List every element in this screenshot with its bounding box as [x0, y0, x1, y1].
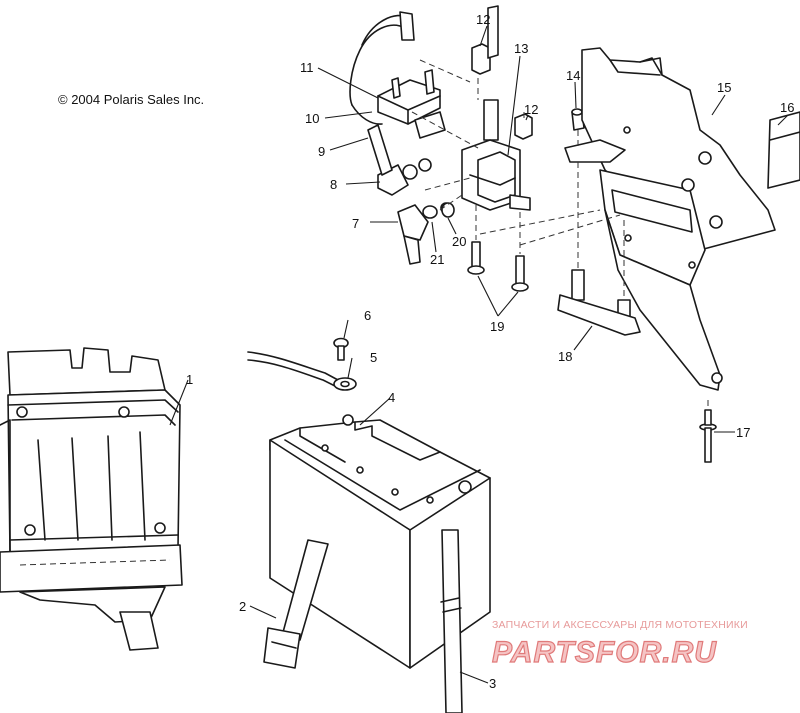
callout-19: 19 [490, 319, 504, 334]
part-rivet [699, 409, 717, 463]
part-bracket-plate [564, 47, 776, 391]
callout-18: 18 [558, 349, 572, 364]
callout-6: 6 [364, 308, 371, 323]
callout-7: 7 [352, 216, 359, 231]
part-terminal-boot [397, 202, 452, 265]
callout-21: 21 [430, 252, 444, 267]
part-positive-cable [440, 529, 463, 713]
callout-9: 9 [318, 144, 325, 159]
callout-16: 16 [780, 100, 794, 115]
callout-4: 4 [388, 390, 395, 405]
part-negative-cable [263, 539, 329, 669]
copyright-text: © 2004 Polaris Sales Inc. [58, 92, 204, 107]
part-washer [441, 202, 455, 218]
callout-20: 20 [452, 234, 466, 249]
part-battery-box [0, 347, 183, 651]
callout-1: 1 [186, 372, 193, 387]
callout-12-top: 12 [476, 12, 490, 27]
callout-14: 14 [566, 68, 580, 83]
part-pad [767, 111, 800, 189]
part-bushing [571, 108, 585, 131]
callout-13: 13 [514, 41, 528, 56]
callout-8: 8 [330, 177, 337, 192]
part-lead [367, 124, 393, 176]
assembly-lines [411, 59, 709, 410]
part-bracket-assembly [461, 5, 533, 211]
callout-15: 15 [717, 80, 731, 95]
watermark: ЗАПЧАСТИ И АКСЕССУАРЫ ДЛЯ МОТОТЕХНИКИ PA… [491, 619, 748, 670]
callout-10: 10 [305, 111, 319, 126]
callout-2: 2 [239, 599, 246, 614]
part-screw [333, 337, 349, 361]
part-foot-bracket [557, 269, 641, 336]
part-relay [349, 11, 446, 139]
watermark-brand: PARTSFOR.RU [492, 636, 717, 669]
callout-leaders [169, 25, 789, 684]
callout-3: 3 [489, 676, 496, 691]
callout-12-right: 12 [524, 102, 538, 117]
part-boot [377, 158, 432, 196]
callout-17: 17 [736, 425, 750, 440]
part-eyelet-cable [247, 351, 357, 391]
callout-11: 11 [300, 60, 314, 75]
callout-labels: 1 2 3 4 5 6 7 8 9 10 11 12 12 13 14 15 1… [186, 12, 794, 691]
watermark-tagline: ЗАПЧАСТИ И АКСЕССУАРЫ ДЛЯ МОТОТЕХНИКИ [492, 619, 748, 631]
part-mounting-screws [467, 241, 529, 292]
callout-5: 5 [370, 350, 377, 365]
